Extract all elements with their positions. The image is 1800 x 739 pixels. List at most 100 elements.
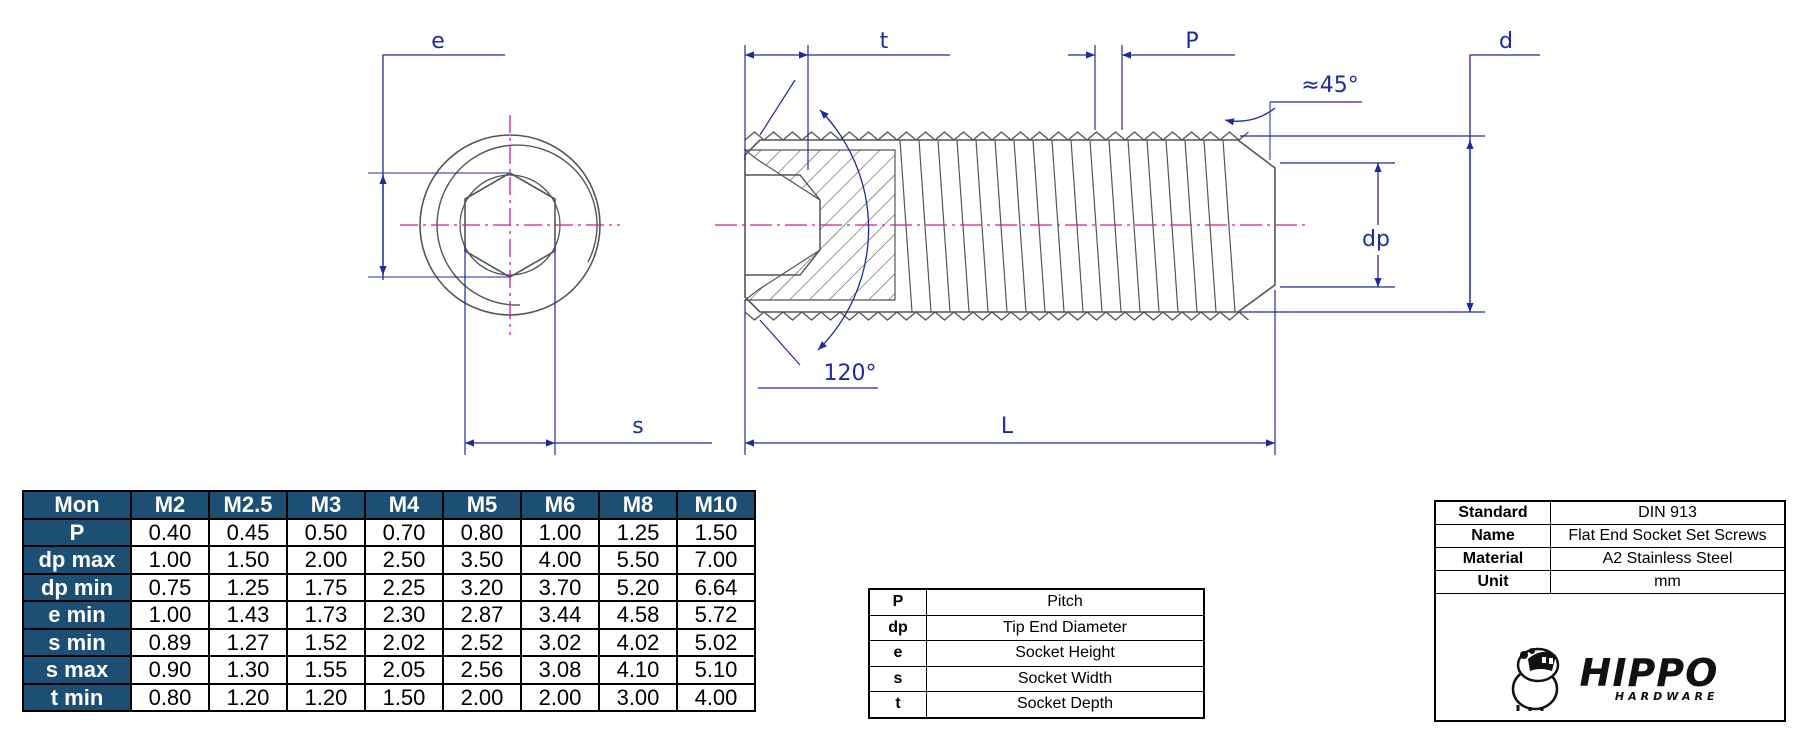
row-label: s max xyxy=(22,655,132,685)
table-cell: 5.10 xyxy=(676,655,756,685)
hippo-mascot-icon xyxy=(1511,647,1559,711)
row-label: P xyxy=(22,517,132,547)
size-header: M8 xyxy=(598,490,678,520)
legend-description: Socket Depth xyxy=(926,691,1205,718)
inner-thread-arc xyxy=(436,144,598,306)
row-label: e min xyxy=(22,600,132,630)
table-cell: 5.50 xyxy=(598,545,678,575)
dimension-s: s xyxy=(464,245,712,455)
table-cell: 5.20 xyxy=(598,572,678,602)
label-s: s xyxy=(632,414,643,439)
table-cell: 1.25 xyxy=(598,517,678,547)
technical-drawing: e s 120° t xyxy=(368,29,1540,455)
legend-description: Socket Height xyxy=(926,640,1205,667)
spec-key: Standard xyxy=(1436,502,1551,525)
spec-key: Unit xyxy=(1436,570,1551,594)
table-cell: 2.30 xyxy=(364,600,444,630)
row-label: dp max xyxy=(22,545,132,575)
label-45: ≈45° xyxy=(1301,73,1358,98)
table-cell: 1.25 xyxy=(208,572,288,602)
table-cell: 0.80 xyxy=(130,682,210,712)
table-corner-label: Mon xyxy=(22,490,132,520)
dimension-l: L xyxy=(744,290,1276,455)
legend-symbol: dp xyxy=(868,614,927,641)
hippo-hardware-logo: HIPPO HARDWARE xyxy=(1436,638,1784,720)
table-cell: 0.50 xyxy=(286,517,366,547)
side-view xyxy=(715,131,1305,321)
dimension-120: 120° xyxy=(758,79,878,389)
table-cell: 4.00 xyxy=(520,545,600,575)
thread-crests xyxy=(744,131,1249,321)
table-cell: 2.05 xyxy=(364,655,444,685)
table-cell: 1.52 xyxy=(286,627,366,657)
table-cell: 5.02 xyxy=(676,627,756,657)
table-cell: 0.80 xyxy=(442,517,522,547)
table-cell: 2.52 xyxy=(442,627,522,657)
table-cell: 0.75 xyxy=(130,572,210,602)
table-cell: 1.73 xyxy=(286,600,366,630)
size-header: M4 xyxy=(364,490,444,520)
table-cell: 3.20 xyxy=(442,572,522,602)
table-cell: 3.08 xyxy=(520,655,600,685)
table-cell: 2.02 xyxy=(364,627,444,657)
table-cell: 7.00 xyxy=(676,545,756,575)
table-cell: 0.89 xyxy=(130,627,210,657)
table-cell: 3.44 xyxy=(520,600,600,630)
table-cell: 5.72 xyxy=(676,600,756,630)
table-cell: 0.70 xyxy=(364,517,444,547)
spec-value: A2 Stainless Steel xyxy=(1550,547,1784,571)
label-dp: dp xyxy=(1362,227,1390,252)
thread-flanks xyxy=(899,139,1236,313)
size-header: M10 xyxy=(676,490,756,520)
dimension-p: P xyxy=(1068,29,1235,130)
table-cell: 1.20 xyxy=(286,682,366,712)
table-cell: 2.00 xyxy=(442,682,522,712)
table-cell: 1.27 xyxy=(208,627,288,657)
table-cell: 4.58 xyxy=(598,600,678,630)
table-cell: 1.75 xyxy=(286,572,366,602)
label-d: d xyxy=(1499,29,1513,54)
table-cell: 4.00 xyxy=(676,682,756,712)
table-cell: 0.45 xyxy=(208,517,288,547)
label-p: P xyxy=(1185,29,1198,54)
table-cell: 1.55 xyxy=(286,655,366,685)
legend-description: Socket Width xyxy=(926,665,1205,692)
table-cell: 2.00 xyxy=(286,545,366,575)
spec-key: Material xyxy=(1436,547,1551,571)
size-header: M2.5 xyxy=(208,490,288,520)
table-cell: 1.50 xyxy=(208,545,288,575)
label-t: t xyxy=(880,29,889,54)
table-cell: 1.50 xyxy=(676,517,756,547)
table-cell: 3.50 xyxy=(442,545,522,575)
table-cell: 2.87 xyxy=(442,600,522,630)
spec-value: mm xyxy=(1550,570,1784,594)
table-cell: 6.64 xyxy=(676,572,756,602)
size-header: M6 xyxy=(520,490,600,520)
dimension-d: d xyxy=(1240,29,1540,313)
table-cell: 1.00 xyxy=(130,545,210,575)
table-cell: 1.50 xyxy=(364,682,444,712)
table-cell: 0.90 xyxy=(130,655,210,685)
legend-symbol: t xyxy=(868,691,927,718)
legend-symbol: e xyxy=(868,640,927,667)
spec-key: Name xyxy=(1436,524,1551,548)
table-cell: 2.56 xyxy=(442,655,522,685)
table-cell: 3.70 xyxy=(520,572,600,602)
table-cell: 1.43 xyxy=(208,600,288,630)
row-label: t min xyxy=(22,682,132,712)
